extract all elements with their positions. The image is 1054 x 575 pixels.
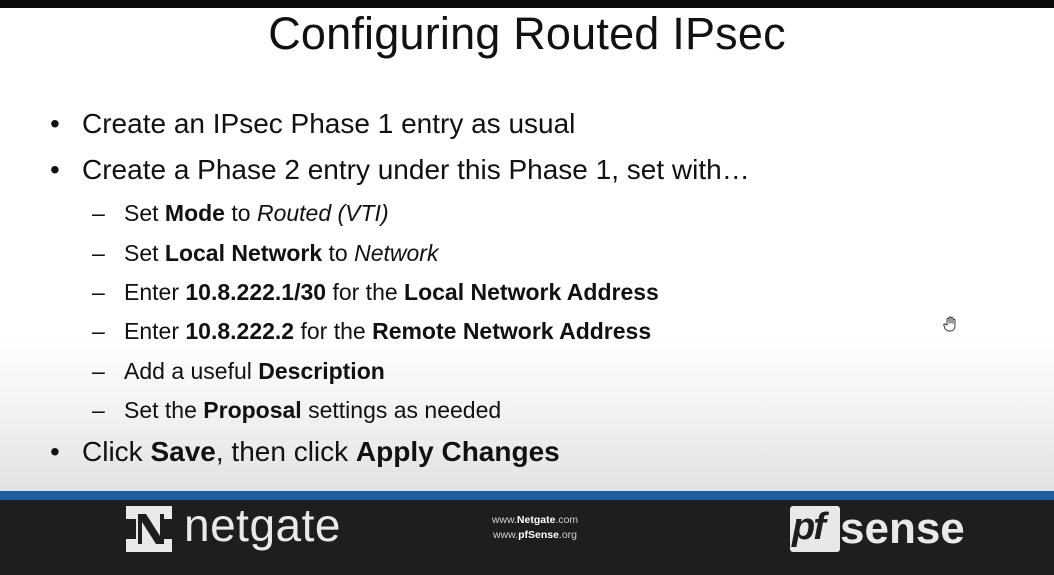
footer-bar [0,491,1054,575]
pfsense-logo-box [790,506,840,552]
sub-text: Set the [124,397,204,423]
bullet-item: • Click Save, then click Apply Changes [50,436,560,468]
slide-body [0,8,1054,491]
sub-bold: Proposal [203,397,302,423]
sub-text: Set [124,200,165,226]
sub-item: –Enter 10.8.222.1/30 for the Local Netwo… [92,279,659,306]
url-bold: pfSense [518,529,559,541]
sub-text: for the [326,279,405,305]
netgate-logo-icon [126,506,172,552]
sub-item: –Enter 10.8.222.2 for the Remote Network… [92,318,651,345]
bullet-dot: • [50,154,60,185]
sub-text: to [224,200,257,226]
sub-text: Enter [124,318,186,344]
bullet-bold: Apply Changes [355,436,560,467]
sub-bold: Local Network [164,240,323,266]
sub-text: to [322,240,355,266]
sub-dash: – [92,240,105,266]
bullet-bold: Save [150,436,216,467]
sub-text: Enter [124,279,186,305]
sub-dash: – [92,358,105,384]
top-border [0,0,1054,8]
netgate-logo-text: netgate [184,499,341,551]
sub-item: –Set Local Network to Network [92,240,438,267]
sub-italic: Network [354,240,439,266]
bullet-text: Click [82,436,151,467]
sub-dash: – [92,397,105,423]
sub-text: settings as needed [301,397,502,423]
slide-title: Configuring Routed IPsec [268,8,786,59]
pfsense-url[interactable]: www.pfSense.org [480,528,590,543]
sub-bold: 10.8.222.1/30 [185,279,327,305]
url-text: www. [492,529,519,541]
sub-dash: – [92,318,105,344]
url-bold: Netgate [516,514,556,526]
bullet-text: Create an IPsec Phase 1 entry as usual [82,108,576,139]
sub-bold: Mode [164,200,225,226]
bullet-text: Create a Phase 2 entry under this Phase … [82,154,750,185]
sub-text: Add a useful [124,358,259,384]
sub-bold: Remote Network Address [372,318,652,344]
footer-stripe [0,491,1054,500]
sub-dash: – [92,279,105,305]
sub-italic: Routed (VTI) [256,200,389,226]
bullet-dot: • [50,436,60,467]
sub-item: –Add a useful Description [92,358,385,385]
footer-urls: www.Netgate.com www.pfSense.org [480,513,590,543]
sub-text: Set [124,240,165,266]
sub-item: –Set the Proposal settings as needed [92,397,501,424]
url-text: www. [491,514,517,526]
bullet-item: • Create a Phase 2 entry under this Phase… [50,154,750,186]
bullet-text: , then click [215,436,356,467]
url-text: .org [558,529,578,541]
pfsense-logo-sense: sense [840,504,965,553]
sub-item: –Set Mode to Routed (VTI) [92,200,389,227]
sub-text: for the [294,318,373,344]
sub-dash: – [92,200,105,226]
bullet-dot: • [50,108,60,139]
pfsense-logo-pf: pf [792,506,826,548]
url-text: .com [555,514,579,526]
sub-bold: Description [258,358,385,384]
hand-cursor-icon [943,316,956,332]
sub-bold: Local Network Address [404,279,659,305]
sub-bold: 10.8.222.2 [185,318,295,344]
bullet-item: • Create an IPsec Phase 1 entry as usual [50,108,575,140]
netgate-url[interactable]: www.Netgate.com [480,513,590,528]
